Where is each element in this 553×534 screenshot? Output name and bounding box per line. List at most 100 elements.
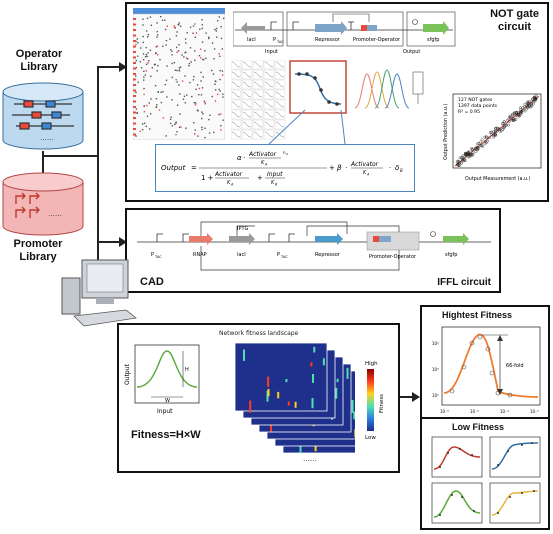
matrix-cell (171, 62, 173, 65)
promoter-ellipsis: …… (48, 210, 62, 218)
mini-curve (231, 101, 241, 108)
scatter-points (455, 93, 538, 167)
svg-text:Output: Output (124, 364, 131, 385)
matrix-cell (185, 42, 187, 44)
mini-curve (253, 91, 263, 98)
mini-curve (253, 131, 263, 138)
mini-curve-cell (231, 109, 242, 120)
matrix-cell (200, 57, 202, 59)
matrix-cell (186, 32, 188, 34)
mini-curve (264, 81, 274, 88)
matrix-cell (165, 135, 167, 137)
scatter-point (457, 163, 461, 167)
matrix-cell (195, 32, 198, 34)
svg-text:Input: Input (267, 171, 283, 178)
mini-curve (242, 111, 252, 118)
svg-text:Low: Low (365, 435, 376, 441)
matrix-cell (145, 46, 147, 49)
matrix-cell (158, 109, 161, 111)
matrix-row-marker (133, 133, 136, 136)
matrix-cell (154, 63, 156, 65)
matrix-cell (151, 67, 153, 69)
mini-curve (242, 81, 252, 88)
matrix-cell (197, 110, 199, 112)
mini-curve (231, 121, 241, 128)
svg-text:Promoter-Operator: Promoter-Operator (369, 254, 417, 260)
scatter-point (517, 114, 521, 118)
matrix-cell (196, 109, 199, 111)
matrix-cell (166, 65, 168, 67)
scatter-point (467, 155, 471, 159)
transfer-curve-grid (231, 60, 286, 140)
matrix-cell (143, 70, 145, 72)
scatter-point (470, 153, 474, 156)
landscape-ellipsis: …… (303, 455, 317, 463)
low-fitness-plots (431, 436, 541, 524)
matrix-cell (177, 50, 180, 52)
matrix-cell (214, 28, 216, 31)
mini-curve (253, 121, 263, 128)
mini-curve-cell (252, 60, 264, 70)
matrix-cell (211, 95, 213, 98)
matrix-cell (221, 48, 223, 50)
matrix-cell (156, 30, 158, 33)
matrix-cell (150, 113, 152, 115)
matrix-row-marker (133, 111, 136, 114)
mini-curve-cell (274, 109, 286, 120)
matrix-row-marker (133, 106, 136, 108)
matrix-cell (200, 80, 202, 82)
arrow-to-iffl (98, 237, 127, 247)
mini-curve-cell (241, 89, 253, 100)
svg-text:δ: δ (395, 164, 399, 172)
matrix-cell (166, 96, 168, 98)
matrix-cell (174, 27, 176, 29)
fitness-colorbar: High Low Fitness (365, 361, 385, 441)
matrix-cell (221, 70, 224, 72)
scatter-point (519, 110, 523, 113)
matrix-cell (171, 50, 173, 53)
scatter-point (490, 133, 493, 136)
svg-text:1 +: 1 + (201, 174, 214, 182)
mini-curve (264, 101, 274, 108)
matrix-cell (137, 81, 139, 83)
scatter-xlabel: Output Measurement (a.u.) (465, 176, 531, 182)
svg-text:A: A (285, 152, 288, 156)
mini-curve (264, 121, 274, 128)
svg-text:10⁻⁸: 10⁻⁸ (440, 409, 449, 414)
matrix-cell (169, 122, 172, 125)
matrix-cell (135, 59, 137, 62)
matrix-cell (202, 58, 204, 61)
scatter-point (503, 120, 506, 124)
matrix-cell (176, 81, 178, 83)
mini-curve-cell (263, 99, 275, 110)
matrix-cell (185, 127, 187, 129)
scatter-point (504, 123, 508, 127)
highest-fitness-title: Hightest Fitness (442, 310, 513, 320)
fitness-landscape-panel: H W Input Output Fitness=H×W Network fit… (117, 323, 400, 473)
matrix-cell (135, 91, 137, 93)
matrix-cell (222, 96, 224, 98)
matrix-cell (143, 79, 145, 81)
mini-curve-cell (263, 119, 275, 130)
ptac-label: P (273, 37, 276, 43)
matrix-cell (160, 91, 162, 93)
not-gate-prediction-scatter: 127 NOT gates 1397 data points R² = 0.95… (443, 93, 542, 182)
mini-curve (275, 121, 285, 128)
scatter-legend-1: 127 NOT gates (458, 97, 493, 103)
matrix-row-marker (133, 40, 136, 42)
matrix-cell (155, 46, 157, 48)
matrix-cell (217, 20, 219, 22)
scatter-legend-2: 1397 data points (458, 103, 498, 109)
matrix-cell (156, 22, 158, 24)
matrix-cell (208, 132, 211, 134)
matrix-cell (140, 47, 142, 49)
matrix-cell (164, 83, 166, 86)
svg-text:10²: 10² (432, 393, 439, 398)
matrix-cell (189, 81, 191, 84)
svg-text:Activator: Activator (248, 151, 277, 158)
highlighted-transfer-curve (289, 60, 347, 114)
mini-curve-cell (274, 89, 286, 100)
mini-curve-cell (274, 99, 286, 110)
matrix-cell (204, 136, 206, 139)
matrix-cell (182, 98, 185, 100)
